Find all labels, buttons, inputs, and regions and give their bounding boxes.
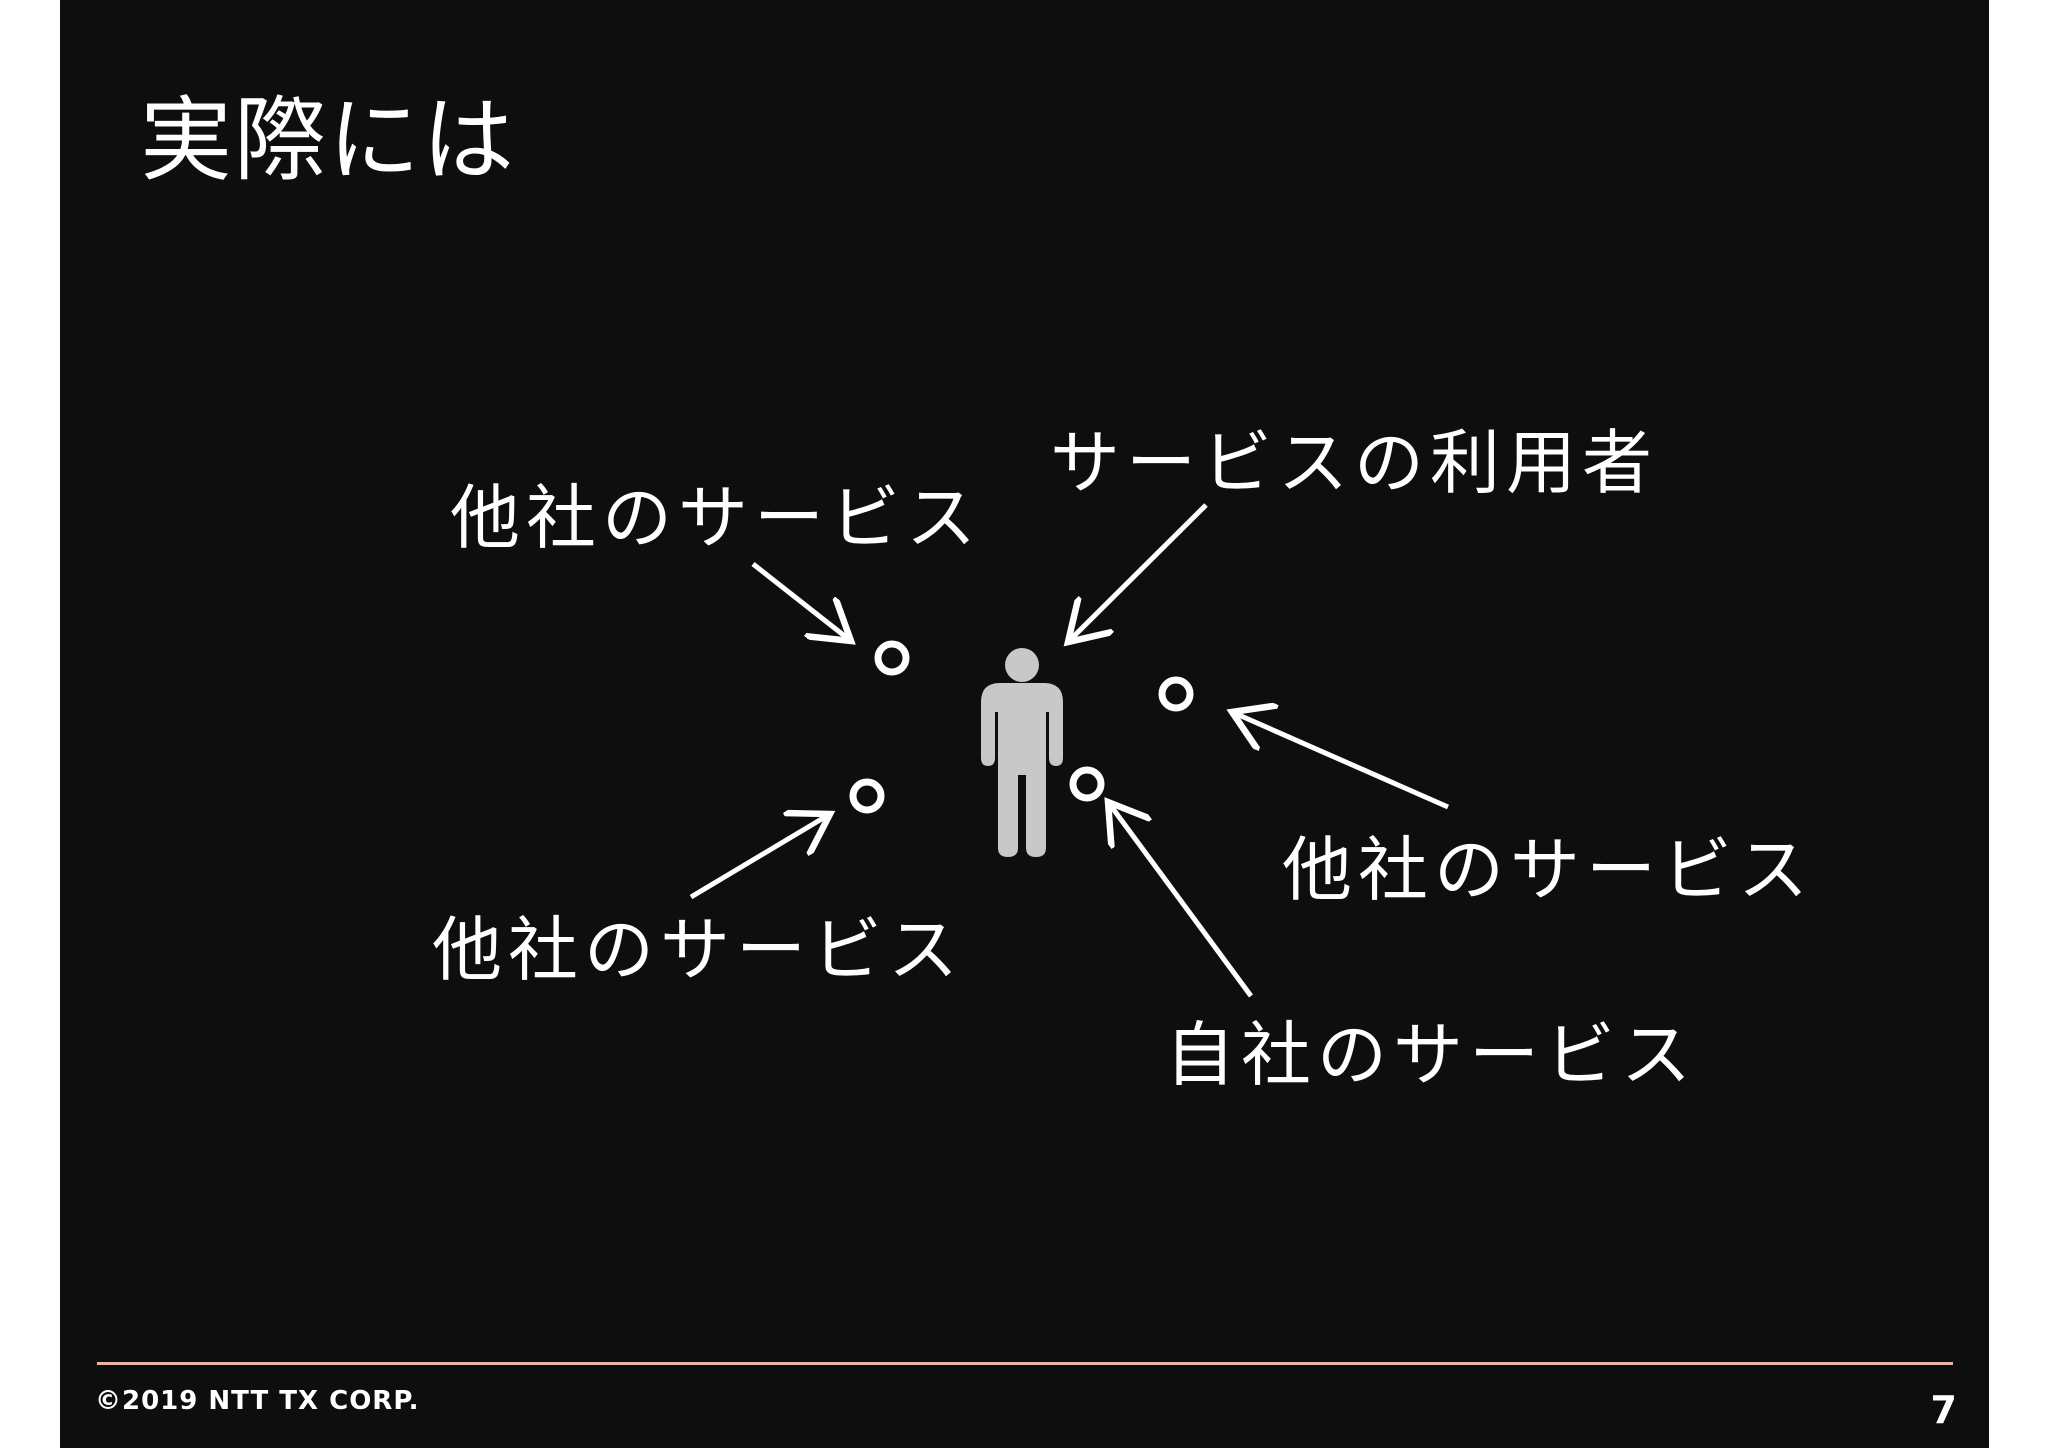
service-node-own-icon	[1069, 766, 1105, 802]
arrow-to-other-top-left	[751, 562, 851, 641]
slide: 実際には サービスの利用者 他社のサービス 他社のサービス 他社のサービス 自社…	[60, 0, 1989, 1448]
label-other-service-right: 他社のサービス	[1282, 829, 1814, 911]
arrow-to-own	[1108, 802, 1254, 998]
diagram	[689, 503, 1450, 998]
arrow-to-other-right	[1232, 712, 1450, 810]
arrow-to-other-bottom-left	[689, 814, 830, 900]
label-own-service: 自社のサービス	[1165, 1014, 1697, 1096]
service-node-bottom-left-icon	[849, 778, 885, 814]
label-service-user: サービスの利用者	[1050, 422, 1658, 504]
slide-title: 実際には	[140, 87, 517, 194]
person-icon	[981, 648, 1063, 857]
arrow-to-user	[1068, 503, 1208, 642]
page-number: 7	[1930, 1388, 1957, 1432]
copyright: ©2019 NTT TX CORP.	[95, 1386, 420, 1416]
footer-divider	[97, 1362, 1953, 1365]
label-other-service-top-left: 他社のサービス	[450, 477, 982, 559]
service-node-top-left-icon	[874, 640, 910, 676]
label-other-service-bottom-left: 他社のサービス	[432, 909, 964, 991]
service-node-right-icon	[1158, 676, 1194, 712]
